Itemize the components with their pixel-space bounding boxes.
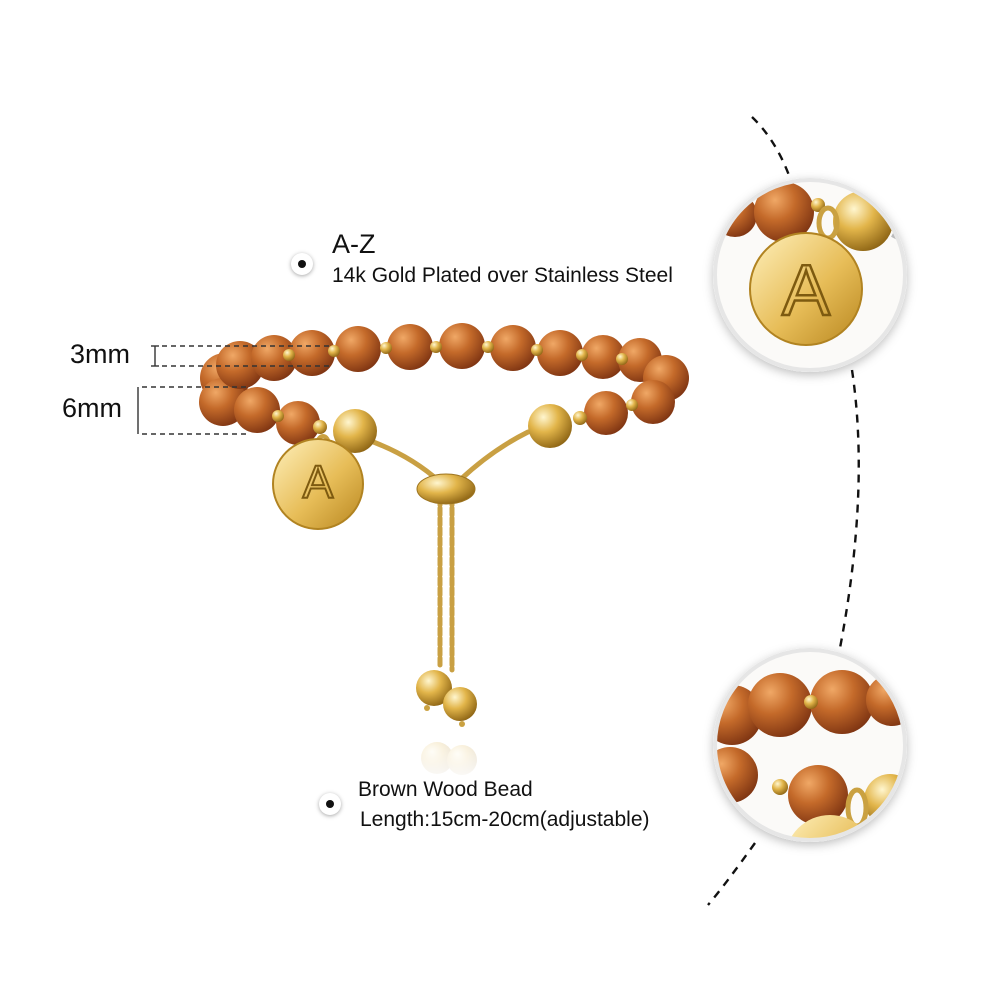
gold-end-bead-right bbox=[528, 404, 572, 448]
feature-top-title: A-Z bbox=[332, 229, 376, 259]
bracelet: A bbox=[199, 323, 689, 783]
connector-top bbox=[751, 116, 792, 179]
chain bbox=[365, 429, 531, 673]
connector-middle bbox=[838, 369, 860, 649]
gold-end-bead-left bbox=[333, 409, 377, 453]
tail-beads bbox=[416, 670, 477, 727]
connector-lines bbox=[707, 116, 860, 906]
spacer-size-label: 3mm bbox=[70, 339, 130, 369]
wood-beads bbox=[199, 323, 689, 445]
zoom-pendant-letter: A bbox=[782, 251, 830, 331]
feature-bottom-title: Brown Wood Bead bbox=[358, 778, 533, 801]
feature-bottom-subtitle: Length:15cm-20cm(adjustable) bbox=[360, 808, 650, 831]
pendant-letter: A bbox=[303, 456, 334, 508]
bullet-icon bbox=[319, 793, 341, 815]
letter-pendant: A bbox=[272, 434, 364, 530]
bead-size-label: 6mm bbox=[62, 393, 122, 423]
gold-spacers bbox=[272, 341, 638, 434]
zoom-top-content: A bbox=[715, 180, 905, 370]
bullet-icon bbox=[291, 253, 313, 275]
reflection bbox=[410, 738, 490, 783]
slider-bead bbox=[416, 473, 476, 505]
dimension-bracket-icon bbox=[137, 345, 330, 435]
feature-top-subtitle: 14k Gold Plated over Stainless Steel bbox=[332, 264, 673, 287]
connector-bottom bbox=[707, 842, 756, 906]
zoom-bottom-content bbox=[715, 650, 905, 840]
